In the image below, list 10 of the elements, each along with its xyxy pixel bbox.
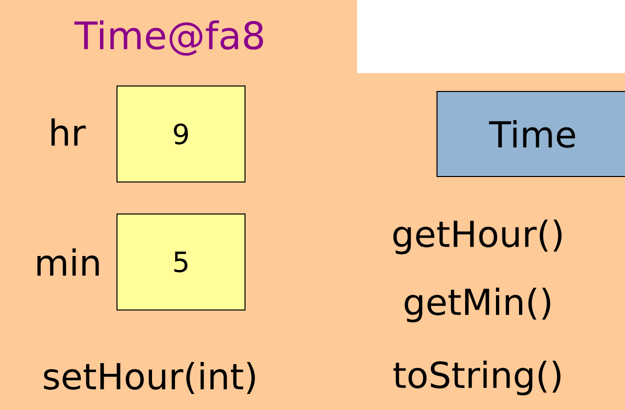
method-name: getHour() [393, 220, 562, 254]
method-name: toString() [393, 360, 560, 396]
value-box: 5 [116, 214, 246, 310]
field-name: min [37, 248, 99, 276]
class-box: Time [436, 91, 625, 177]
value-box: 9 [116, 86, 246, 182]
method-name: setHour(int) [44, 362, 255, 394]
method-name: getMin() [404, 288, 550, 322]
field-name: hr [52, 118, 86, 146]
object-title: Time@fa8 [74, 20, 263, 56]
